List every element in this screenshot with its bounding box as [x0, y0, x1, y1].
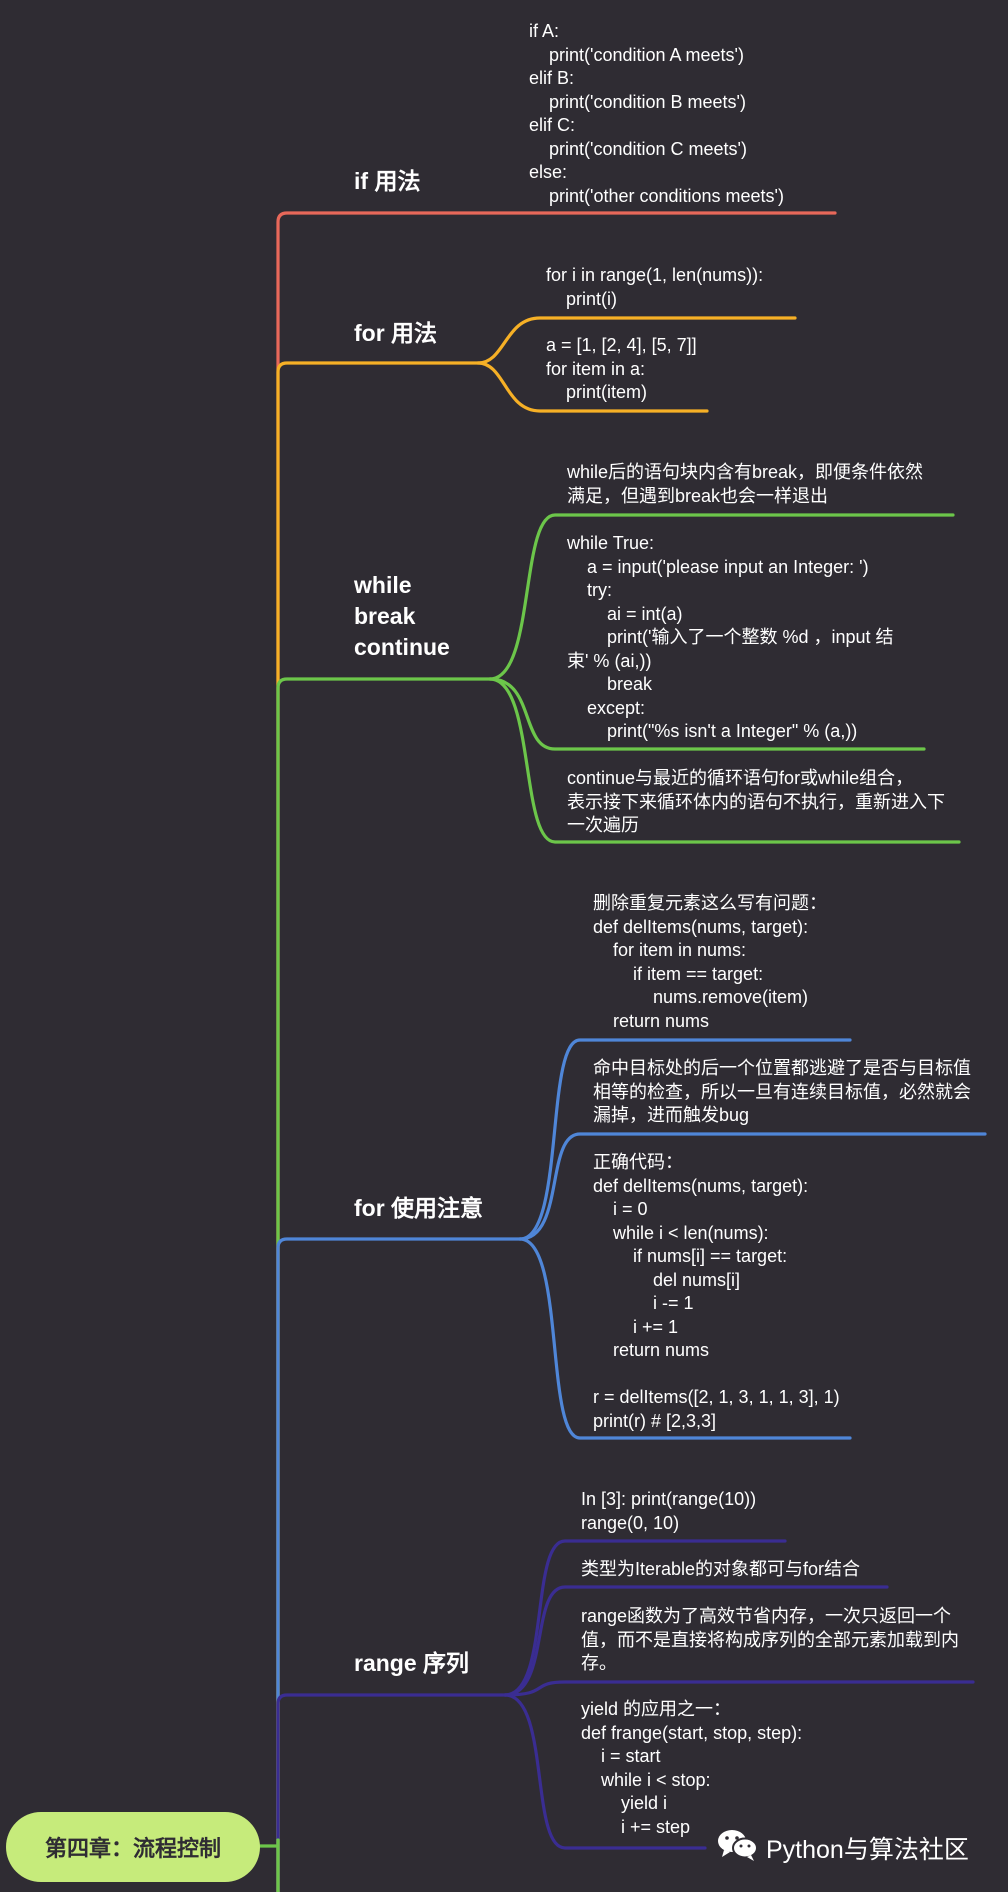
topic-if[interactable]: if 用法 — [354, 168, 421, 194]
connector-range-2 — [503, 1585, 889, 1697]
note-continue[interactable]: continue与最近的循环语句for或while组合， 表示接下来循环体内的语… — [567, 768, 945, 835]
note-range-memory[interactable]: range函数为了高效节省内存，一次只返回一个 值，而不是直接将构成序列的全部元… — [581, 1606, 959, 1673]
note-range-print[interactable]: In [3]: print(range(10)) range(0, 10) — [581, 1489, 757, 1533]
connector-while-1 — [488, 513, 955, 681]
note-while-break[interactable]: while后的语句块内含有break，即便条件依然 满足，但遇到break也会一… — [567, 462, 924, 506]
note-delete-bug-code[interactable]: 删除重复元素这么写有问题： def delItems(nums, target)… — [593, 893, 827, 1031]
topic-for-note[interactable]: for 使用注意 — [354, 1195, 484, 1221]
connector-range-1 — [503, 1539, 787, 1697]
note-while-code[interactable]: while True: a = input('please input an I… — [567, 533, 894, 741]
note-delete-bug-explain[interactable]: 命中目标处的后一个位置都逃避了是否与目标值 相等的检查，所以一旦有连续目标值，必… — [593, 1058, 971, 1125]
trunk-range — [276, 1693, 507, 1892]
connector-for-1 — [476, 316, 797, 365]
note-delete-correct-code[interactable]: 正确代码： def delItems(nums, target): i = 0 … — [593, 1152, 840, 1431]
watermark-text: Python与算法社区 — [766, 1835, 969, 1864]
topic-for[interactable]: for 用法 — [354, 320, 438, 346]
watermark: Python与算法社区 — [716, 1826, 969, 1869]
trunk-while — [276, 677, 492, 1892]
connector-note-3 — [518, 1237, 852, 1440]
note-yield-frange[interactable]: yield 的应用之一： def frange(start, stop, ste… — [581, 1699, 803, 1837]
wechat-icon — [716, 1826, 760, 1869]
connector-while-2 — [488, 677, 926, 751]
note-for-range-loop[interactable]: for i in range(1, len(nums)): print(i) — [546, 265, 764, 309]
note-for-nested-list[interactable]: a = [1, [2, 4], [5, 7]] for item in a: p… — [546, 335, 697, 402]
note-if-code[interactable]: if A: print('condition A meets') elif B:… — [529, 21, 784, 206]
connector-range-3 — [503, 1680, 975, 1697]
root-label: 第四章：流程控制 — [44, 1836, 221, 1861]
connector-note-2 — [518, 1132, 987, 1241]
connector-for-2 — [476, 361, 709, 413]
topic-while-break-continue[interactable]: while break continue — [354, 572, 450, 660]
connector-range-4 — [503, 1693, 707, 1850]
connector-note-1 — [518, 1038, 852, 1241]
trunk-for-note — [276, 1237, 522, 1892]
trunk-root — [258, 1838, 280, 1892]
connector-while-3 — [488, 677, 961, 844]
note-range-iterable[interactable]: 类型为Iterable的对象都可与for结合 — [581, 1559, 861, 1579]
trunk-for — [276, 361, 480, 1892]
root-node[interactable]: 第四章：流程控制 — [6, 1812, 260, 1882]
trunk-if — [276, 211, 837, 1892]
topic-range[interactable]: range 序列 — [354, 1650, 470, 1676]
